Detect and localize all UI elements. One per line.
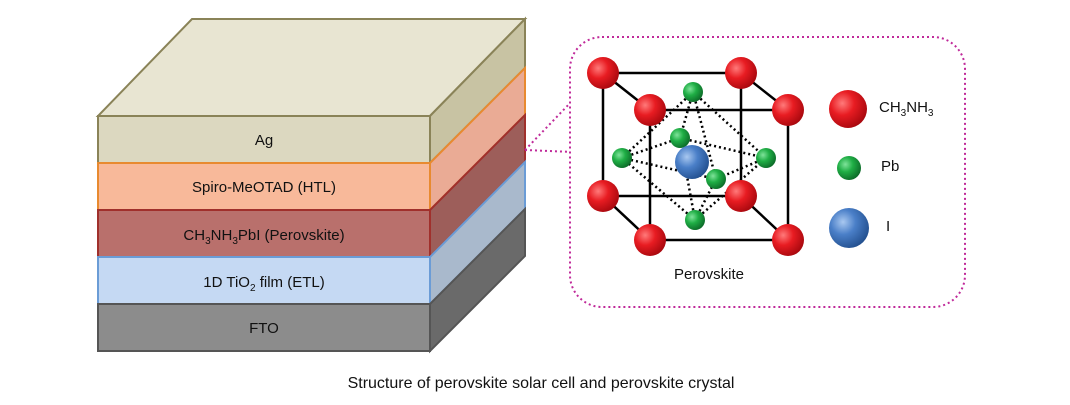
htl-layer <box>97 162 431 211</box>
legend-i-swatch <box>829 208 869 248</box>
pb-atom <box>756 148 776 168</box>
fto-label: FTO <box>249 320 279 337</box>
ch3nh3-atom <box>587 180 619 212</box>
etl-label-part: 1D TiO <box>203 274 250 291</box>
legend-pb-label: Pb <box>881 158 899 175</box>
callout-lines <box>524 99 574 153</box>
ch3nh3-atom <box>772 94 804 126</box>
callout-line-upper <box>524 99 574 151</box>
htl-label: Spiro-MeOTAD (HTL) <box>192 179 336 196</box>
ch3nh3-atom <box>634 94 666 126</box>
crystal-callout-box <box>569 36 966 308</box>
legend-ch3nh3-part: CH <box>879 99 901 116</box>
solar-cell-stack: Ag Spiro-MeOTAD (HTL) CH3NH3PbI (Perovsk… <box>95 16 528 354</box>
pb-atom <box>685 210 705 230</box>
callout-line-lower <box>524 149 574 153</box>
legend-pb-swatch <box>837 156 861 180</box>
legend-ch3nh3-sub: 3 <box>928 108 934 119</box>
pb-atom <box>670 128 690 148</box>
legend-ch3nh3-sub: 3 <box>901 108 907 119</box>
pb-atoms <box>612 82 776 230</box>
pb-atom <box>706 169 726 189</box>
legend-ch3nh3-part: NH <box>906 99 928 116</box>
perovskite-label-sub: 3 <box>205 236 211 247</box>
pb-atom <box>612 148 632 168</box>
etl-label-part: film (ETL) <box>256 274 325 291</box>
perovskite-label: CH3NH3PbI (Perovskite) <box>183 227 344 247</box>
ch3nh3-atom <box>772 224 804 256</box>
perovskite-label-part: PbI (Perovskite) <box>238 227 345 244</box>
etl-label: 1D TiO2 film (ETL) <box>203 274 324 294</box>
pb-atom <box>683 82 703 102</box>
legend: CH3NH3 Pb I <box>829 90 934 248</box>
perovskite-label-sub: 3 <box>232 236 238 247</box>
ch3nh3-atom <box>587 57 619 89</box>
ch3nh3-atom <box>725 180 757 212</box>
perovskite-label-part: NH <box>211 227 233 244</box>
ag-label: Ag <box>255 132 273 149</box>
ch3nh3-atoms <box>587 57 804 256</box>
legend-ch3nh3-label: CH3NH3 <box>879 99 934 119</box>
figure-caption: Structure of perovskite solar cell and p… <box>348 375 735 392</box>
legend-ch3nh3-swatch <box>829 90 867 128</box>
legend-i-label: I <box>886 218 890 235</box>
crystal-structure: Perovskite <box>587 57 804 283</box>
fto-layer <box>97 303 431 352</box>
ch3nh3-atom <box>634 224 666 256</box>
etl-layer <box>97 256 431 305</box>
crystal-caption: Perovskite <box>674 266 744 283</box>
i-atom <box>675 145 709 179</box>
perovskite-label-part: CH <box>183 227 205 244</box>
ch3nh3-atom <box>725 57 757 89</box>
ag-layer <box>97 115 431 164</box>
etl-label-sub: 2 <box>250 283 256 294</box>
